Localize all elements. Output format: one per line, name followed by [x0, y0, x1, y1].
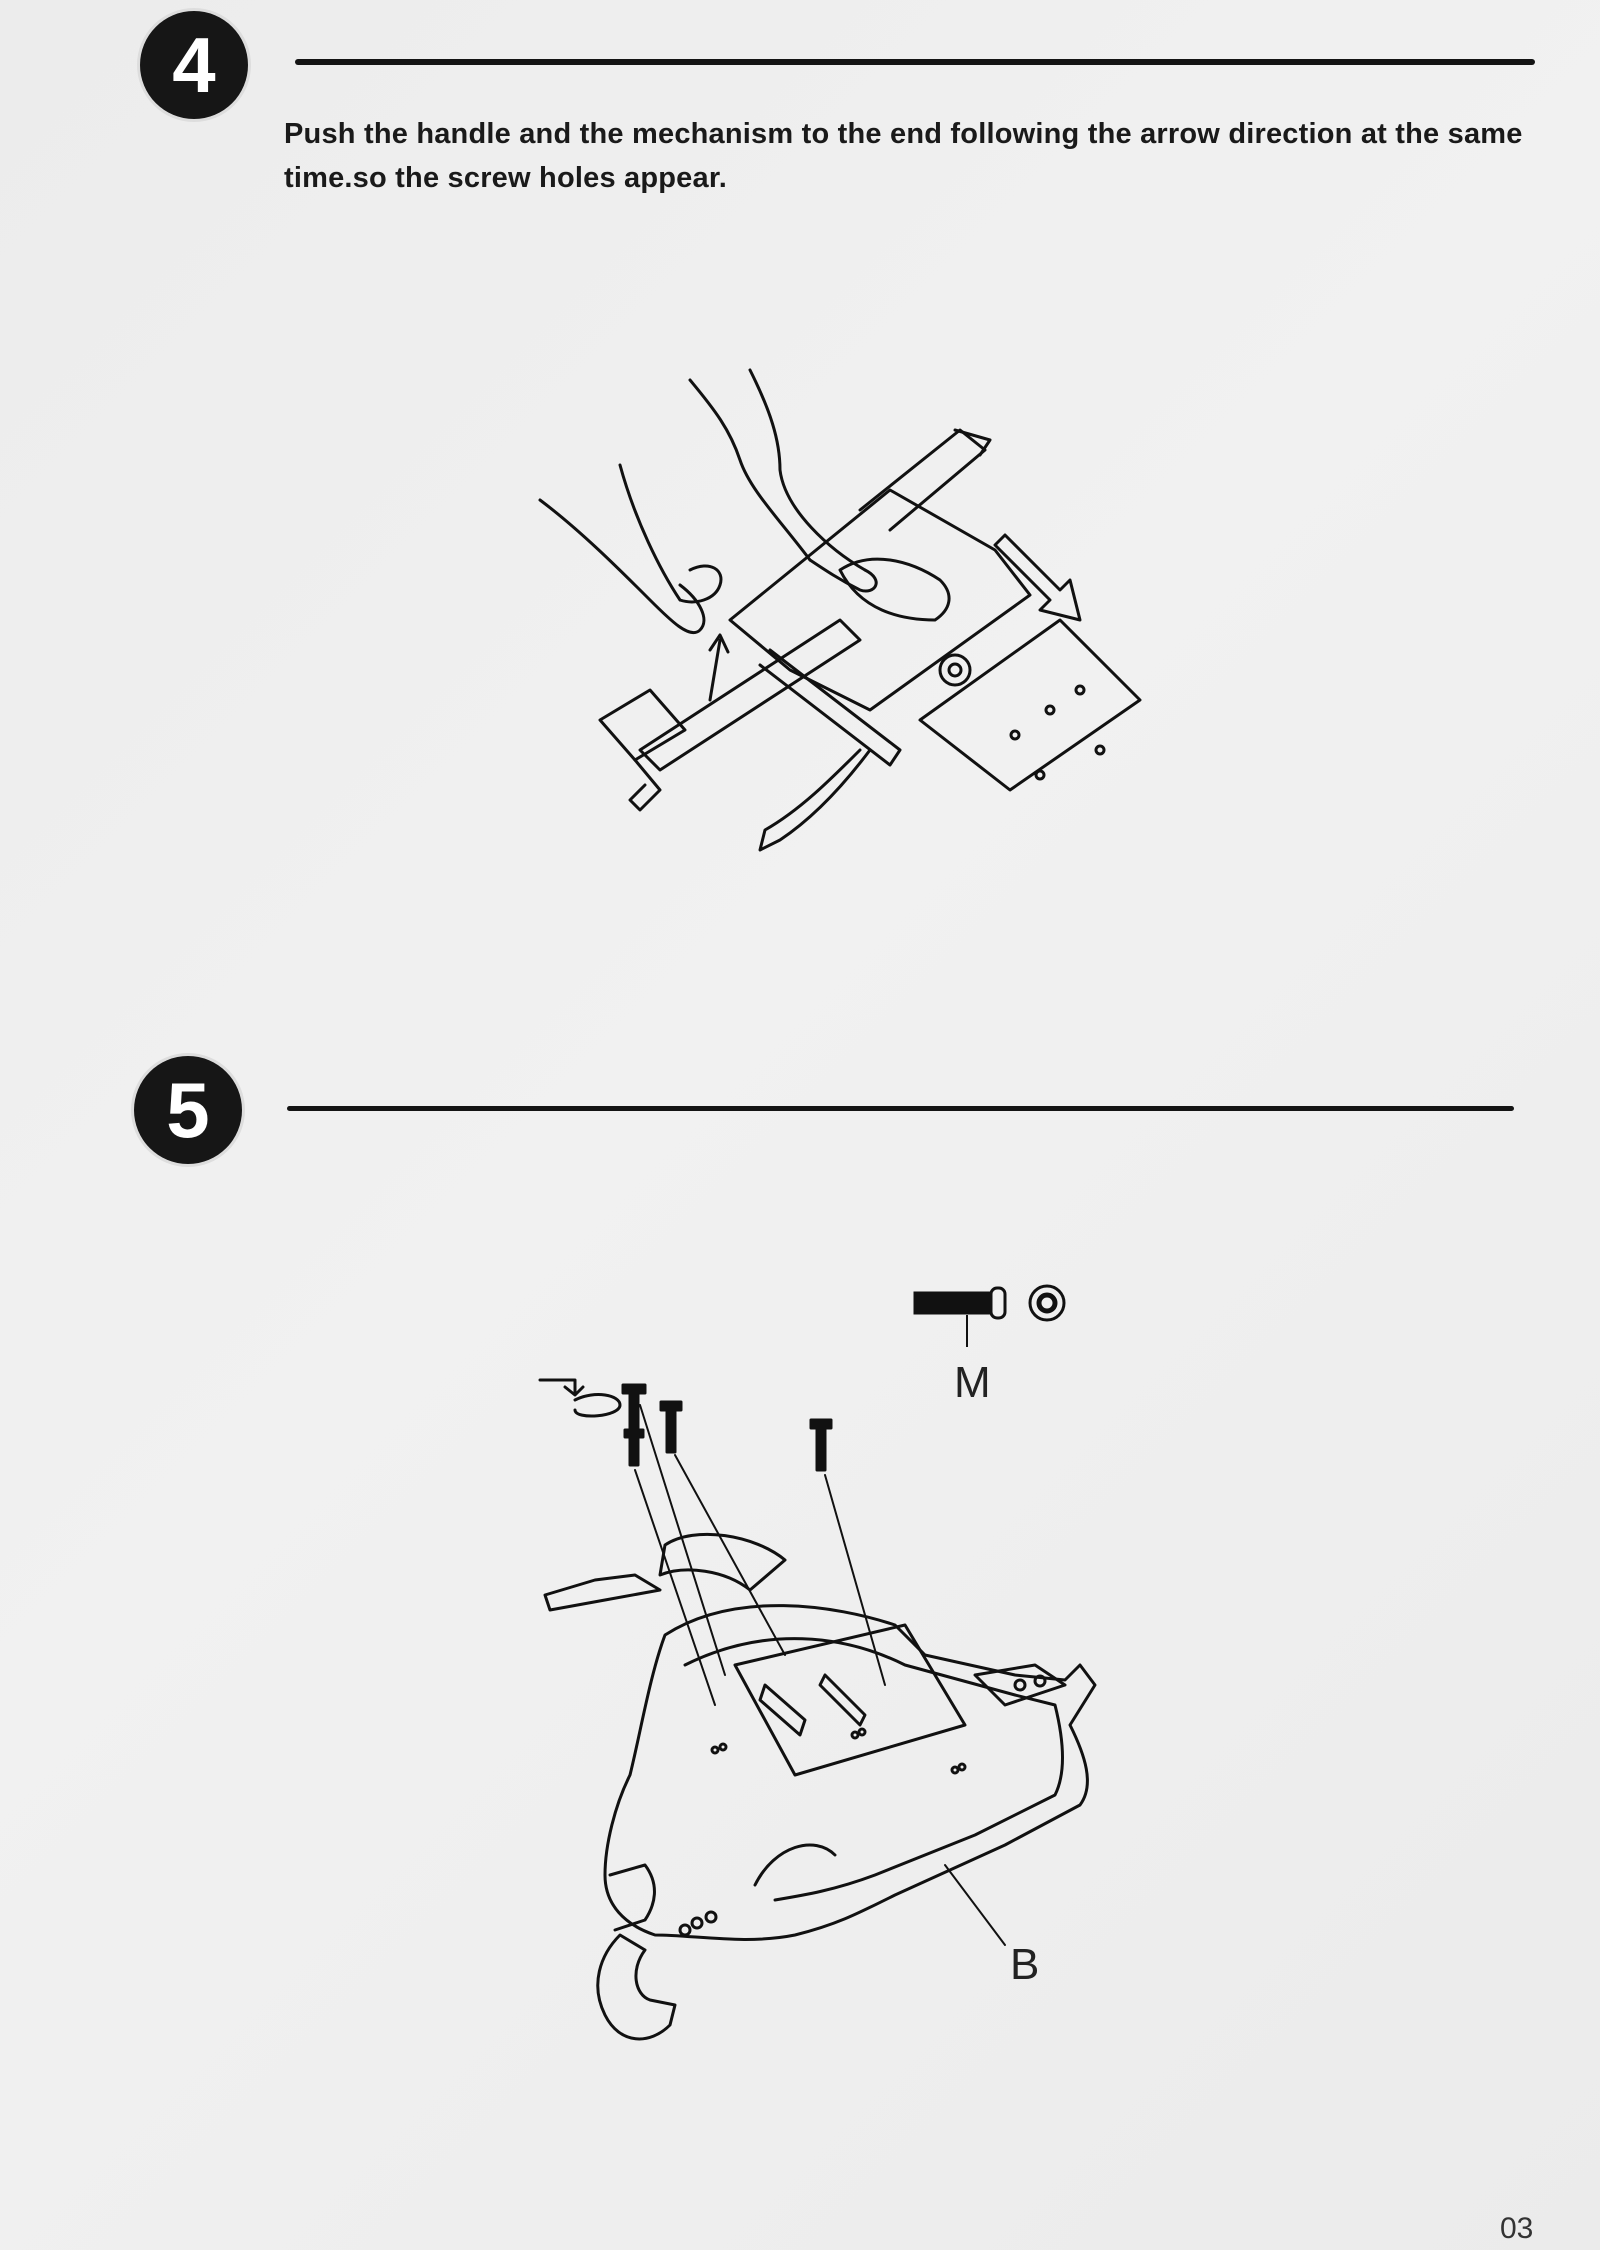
hand-right-icon [688, 368, 878, 593]
mechanism-icon [598, 428, 1142, 852]
chair-plate-b-icon [543, 1532, 1097, 2041]
step-4-instruction: Push the handle and the mechanism to the… [284, 118, 1523, 194]
plate-b-leader-line [944, 1864, 1006, 1946]
step-4-divider [295, 59, 1535, 65]
screws-icon [621, 1383, 833, 1472]
arrow-direction-icon [993, 533, 1082, 622]
step-5-illustration [538, 1378, 1097, 2041]
arrow-up-icon [708, 633, 730, 702]
hand-left-icon [538, 463, 723, 635]
screw-guide-lines [634, 1404, 886, 1706]
plate-label-b: B [1010, 1940, 1040, 1989]
screw-label-m: M [954, 1358, 991, 1407]
rotate-arrow-icon [538, 1378, 622, 1418]
step-5-badge: 5 [134, 1056, 242, 1164]
page-number: 03 [1500, 2212, 1534, 2245]
step-4-badge: 4 [140, 11, 248, 119]
screw-m-icon [913, 1284, 1066, 1347]
step-4-illustration [538, 368, 1142, 852]
step-5-divider [287, 1106, 1514, 1111]
